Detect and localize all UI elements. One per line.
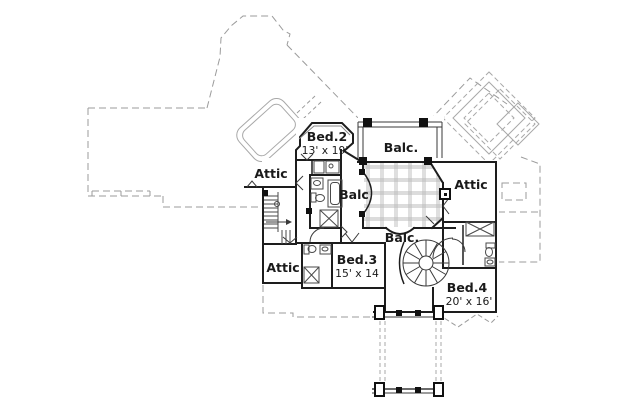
ceiling-grid: [364, 163, 443, 227]
room-dims-bed4: 20' x 16': [446, 295, 493, 308]
porch: [372, 305, 444, 397]
wall-posts: [262, 157, 451, 217]
balcony-top-railing: [357, 118, 443, 160]
bath-fixtures: [303, 160, 496, 284]
room-dims-bed2: 13' x 19': [302, 144, 349, 157]
room-label-balc-top: Balc.: [384, 140, 418, 155]
room-label-attic-lower-left: Attic: [266, 260, 299, 275]
roof-diamonds: [442, 71, 540, 165]
spiral-staircase: [402, 239, 450, 287]
room-label-attic-upper-left: Attic: [254, 166, 287, 181]
room-label-attic-right: Attic: [454, 177, 487, 192]
room-dims-bed3: 15' x 14: [335, 267, 379, 280]
room-label-bed4: Bed.4: [447, 280, 488, 295]
roof-outline: [87, 15, 541, 328]
walls: [244, 122, 497, 313]
room-label-balc-mid: Balc: [339, 187, 369, 202]
room-label-balc-lower: Balc.: [385, 230, 419, 245]
dormer-outline: [236, 97, 302, 163]
room-label-bed2: Bed.2: [307, 129, 347, 144]
room-labels: Bed.2 13' x 19' Balc. Attic Attic Balc B…: [254, 129, 492, 308]
room-label-bed3: Bed.3: [337, 252, 377, 267]
stair-direction-arrow: [286, 219, 292, 225]
staircase: [264, 192, 292, 244]
door-marks: [246, 153, 466, 259]
